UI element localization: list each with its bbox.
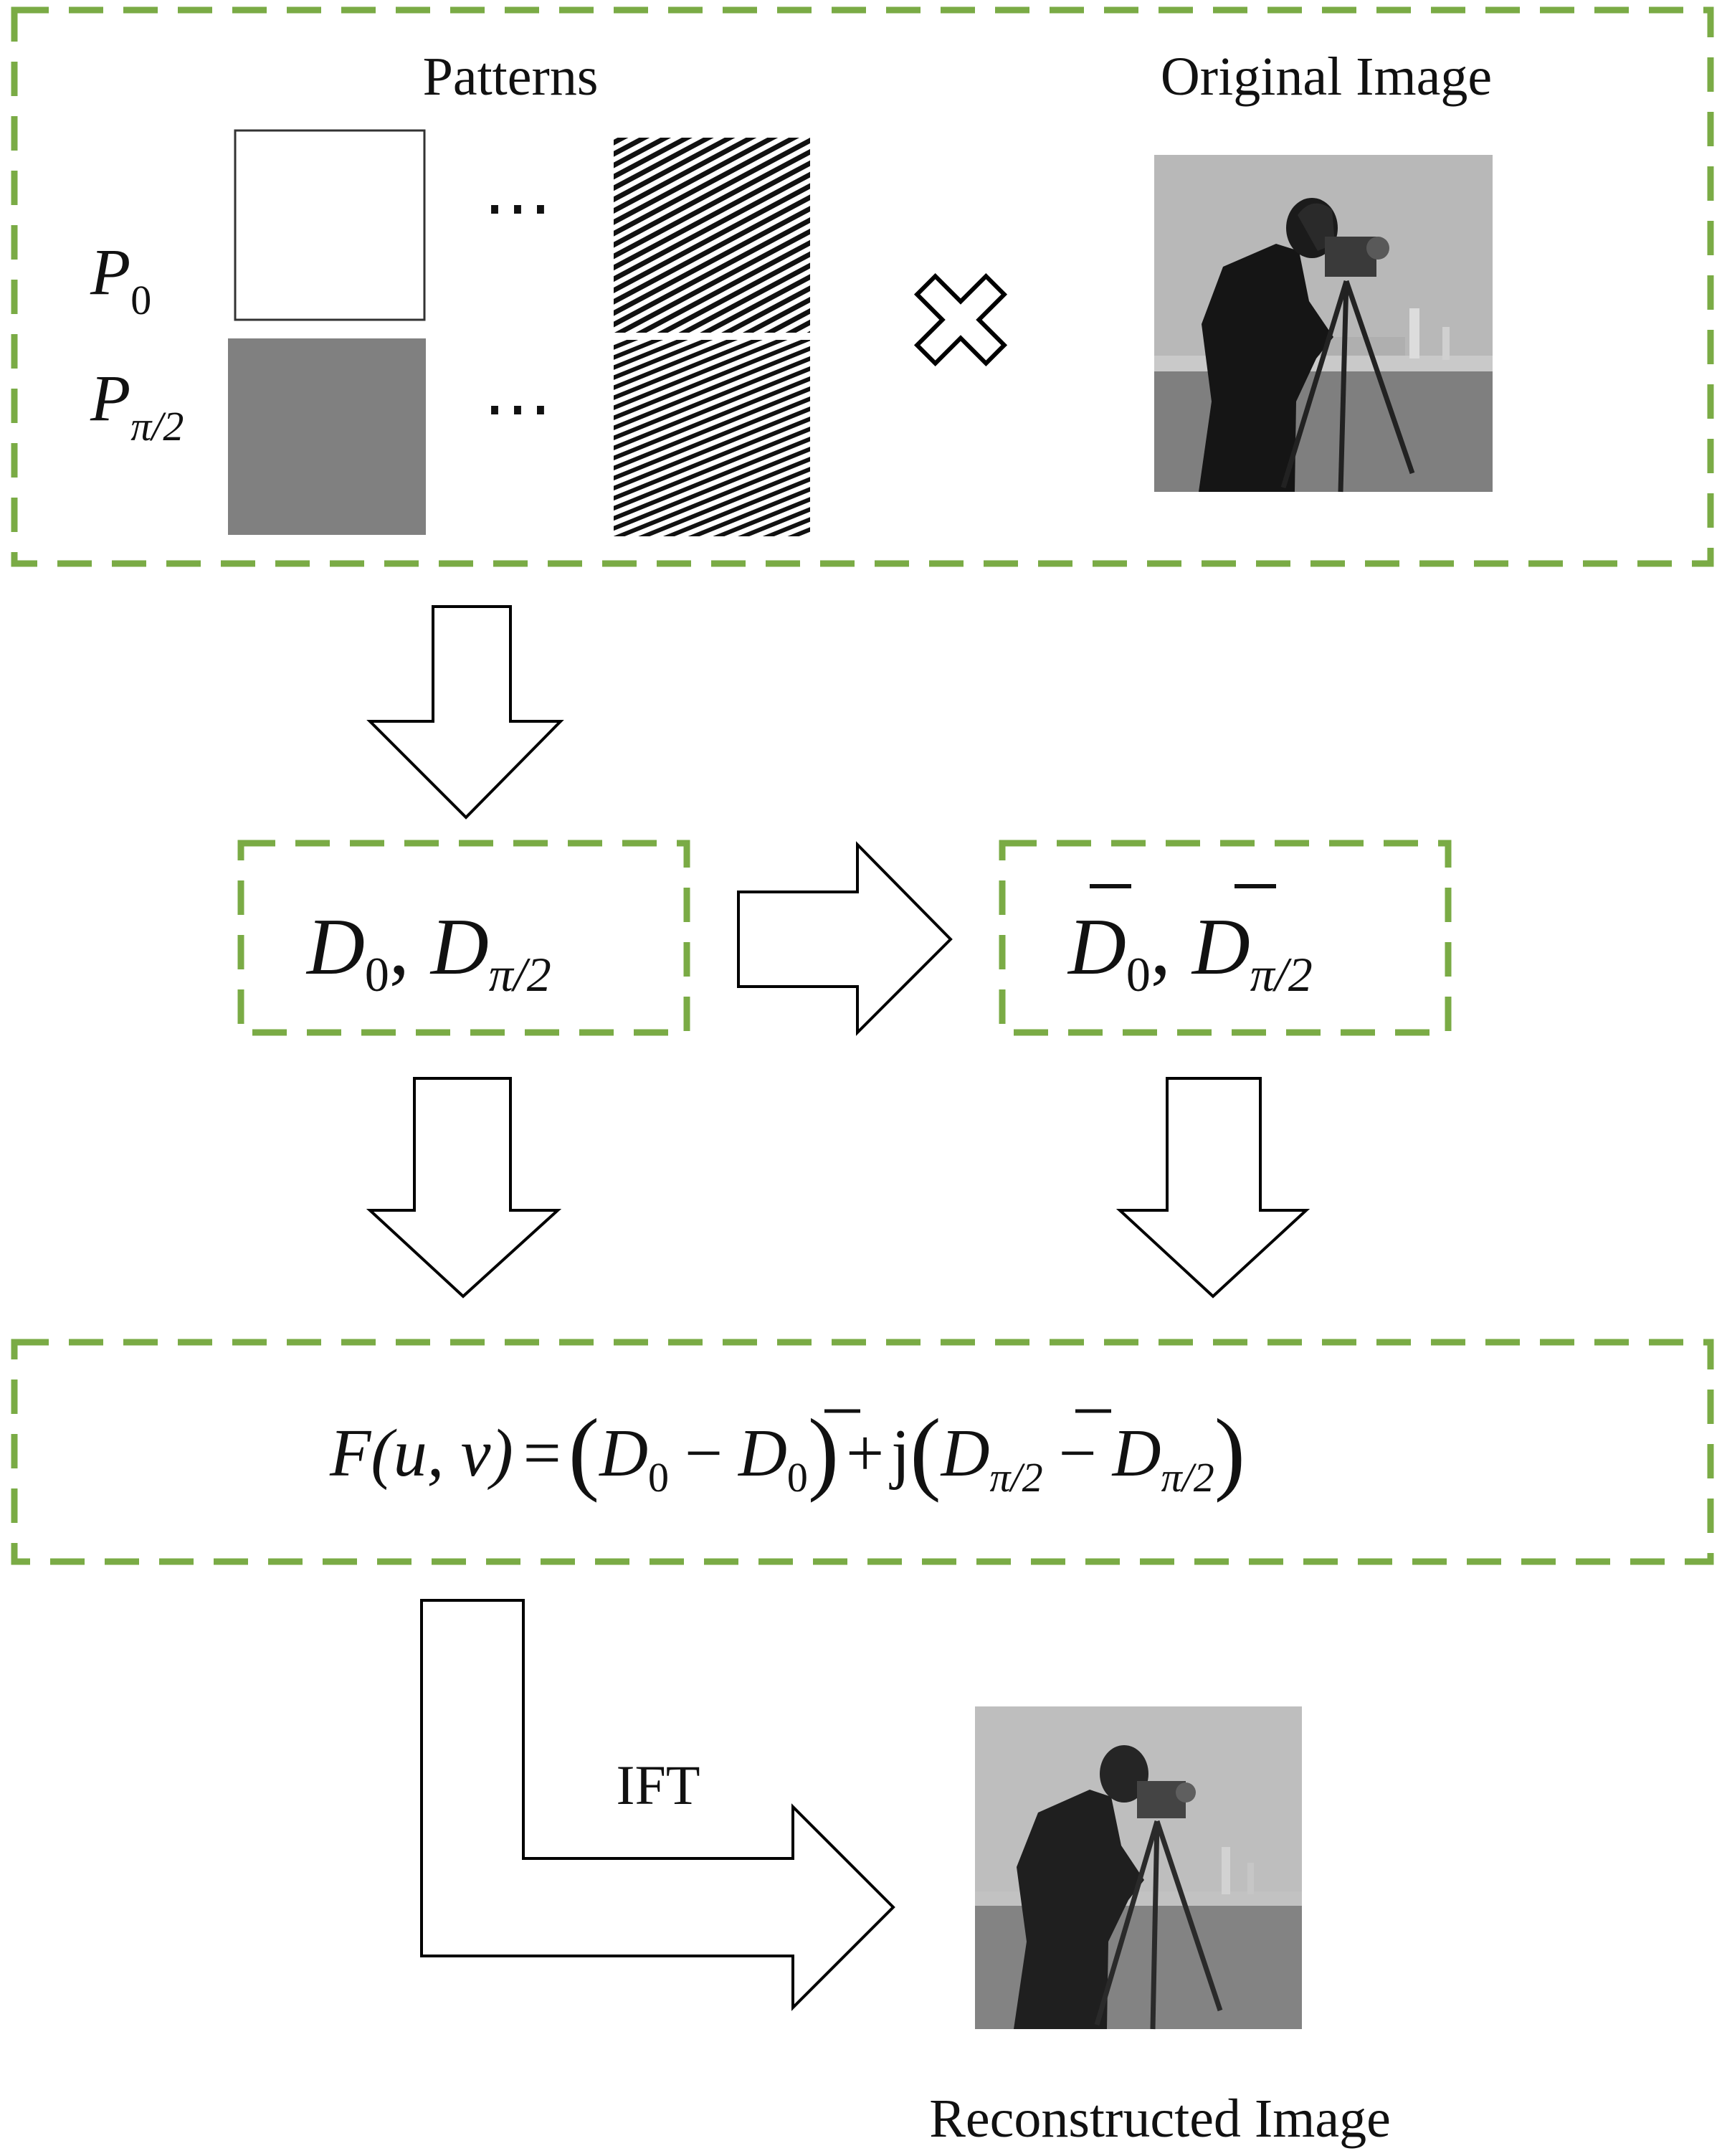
pattern-p0-striped	[614, 138, 810, 333]
formula-dbar-half: D	[940, 1416, 990, 1491]
multiply-icon	[913, 272, 1008, 367]
pattern-label-p-half: Pπ/2	[90, 361, 184, 450]
dbar-values-box	[999, 840, 1452, 1036]
arrow-down-to-d-box	[366, 605, 564, 820]
pattern-p0-uniform	[234, 129, 426, 321]
reconstructed-image-title: Reconstructed Image	[929, 2089, 1391, 2149]
formula-close-paren-2: )	[1214, 1400, 1245, 1504]
original-image-title: Original Image	[1161, 47, 1492, 107]
formula-close-paren-1: )	[808, 1400, 839, 1504]
d-values-box	[237, 840, 690, 1036]
p-half-subscript: π/2	[130, 403, 184, 450]
formula-d-half-sub: π/2	[1161, 1454, 1214, 1501]
formula-lhs: F	[329, 1416, 372, 1491]
formula-open-paren-1: (	[569, 1400, 599, 1504]
d-values-expression: D0,Dπ/2	[305, 903, 551, 1002]
arrow-down-right-to-formula	[1116, 1077, 1310, 1298]
dbar-half-subscript: π/2	[1250, 947, 1313, 1002]
d-half-symbol: D	[429, 903, 489, 992]
formula-j: j	[889, 1416, 910, 1491]
formula-d0: D	[598, 1416, 648, 1491]
formula-open-paren-2: (	[910, 1400, 941, 1504]
formula-args: (u, v)	[371, 1416, 513, 1491]
pattern-p-half-uniform	[228, 338, 426, 535]
patterns-title: Patterns	[423, 47, 599, 107]
original-image	[1154, 155, 1493, 493]
formula-dbar0: D	[737, 1416, 787, 1491]
dbar-half-symbol: D	[1191, 903, 1250, 992]
reconstructed-image	[975, 1706, 1302, 2030]
ellipsis-row-1: ⋯	[483, 169, 552, 246]
formula-expression: F(u, v)=(D0−D0)+j(Dπ/2−Dπ/2)	[329, 1400, 1245, 1504]
formula-minus-2: −	[1059, 1416, 1097, 1491]
formula-box	[11, 1339, 1714, 1565]
d0-subscript: 0	[365, 947, 389, 1002]
formula-dbar0-sub: 0	[787, 1454, 808, 1501]
d-half-subscript: π/2	[489, 947, 551, 1002]
dbar-separator: ,	[1151, 903, 1171, 992]
d0-symbol: D	[305, 903, 365, 992]
ellipsis-row-2: ⋯	[483, 370, 552, 447]
p-half-symbol: P	[90, 361, 130, 434]
arrow-right-to-dbar-box	[737, 841, 953, 1036]
p0-subscript: 0	[130, 277, 151, 323]
formula-dbar-half-sub: π/2	[989, 1454, 1042, 1501]
arrow-ift-to-reconstructed	[420, 1599, 895, 2011]
arrow-down-left-to-formula	[366, 1077, 562, 1298]
formula-equals: =	[523, 1416, 561, 1491]
dbar0-symbol: D	[1067, 903, 1126, 992]
ift-label: IFT	[617, 1754, 700, 1816]
dbar-values-expression: D0,Dπ/2	[1067, 903, 1313, 1002]
formula-minus-1: −	[685, 1416, 723, 1491]
formula-plus: +	[846, 1416, 884, 1491]
dbar0-subscript: 0	[1126, 947, 1151, 1002]
pattern-p-half-striped	[614, 340, 810, 536]
formula-d-half: D	[1111, 1416, 1161, 1491]
pattern-label-p0: P0	[90, 235, 151, 323]
patterns-panel-frame	[11, 6, 1714, 567]
formula-d0-sub: 0	[648, 1454, 669, 1501]
p0-symbol: P	[90, 235, 130, 308]
d-separator: ,	[389, 903, 409, 992]
